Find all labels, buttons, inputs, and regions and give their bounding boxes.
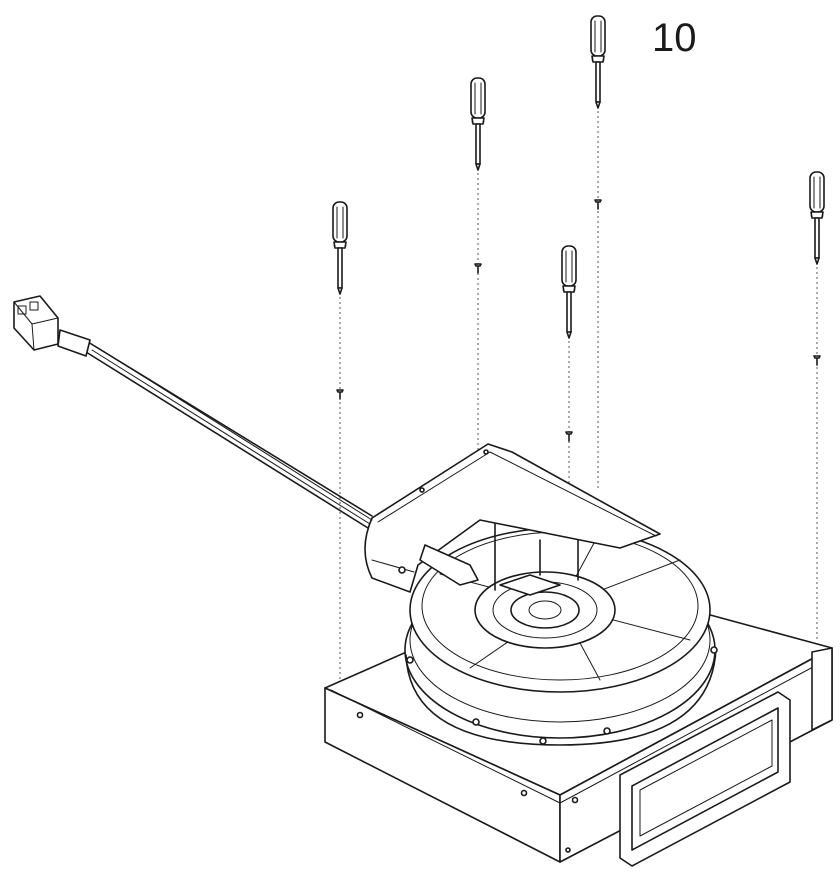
screwdrivers <box>332 15 825 339</box>
step-number: 10 <box>652 16 697 60</box>
screw-icon <box>565 431 573 442</box>
screws <box>336 199 821 442</box>
fan-unit <box>409 504 711 693</box>
screwdriver-icon <box>561 245 577 339</box>
power-cable <box>13 295 373 529</box>
volute-housing <box>364 443 661 593</box>
connector-icon <box>13 295 59 351</box>
screw-icon <box>474 263 482 274</box>
screwdriver-icon <box>590 15 606 109</box>
screwdriver-icon <box>470 77 486 171</box>
screw-icon <box>594 199 602 210</box>
screw-icon <box>813 355 821 366</box>
screw-icon <box>336 389 344 400</box>
screwdriver-icon <box>332 201 348 295</box>
screwdriver-icon <box>809 171 825 265</box>
